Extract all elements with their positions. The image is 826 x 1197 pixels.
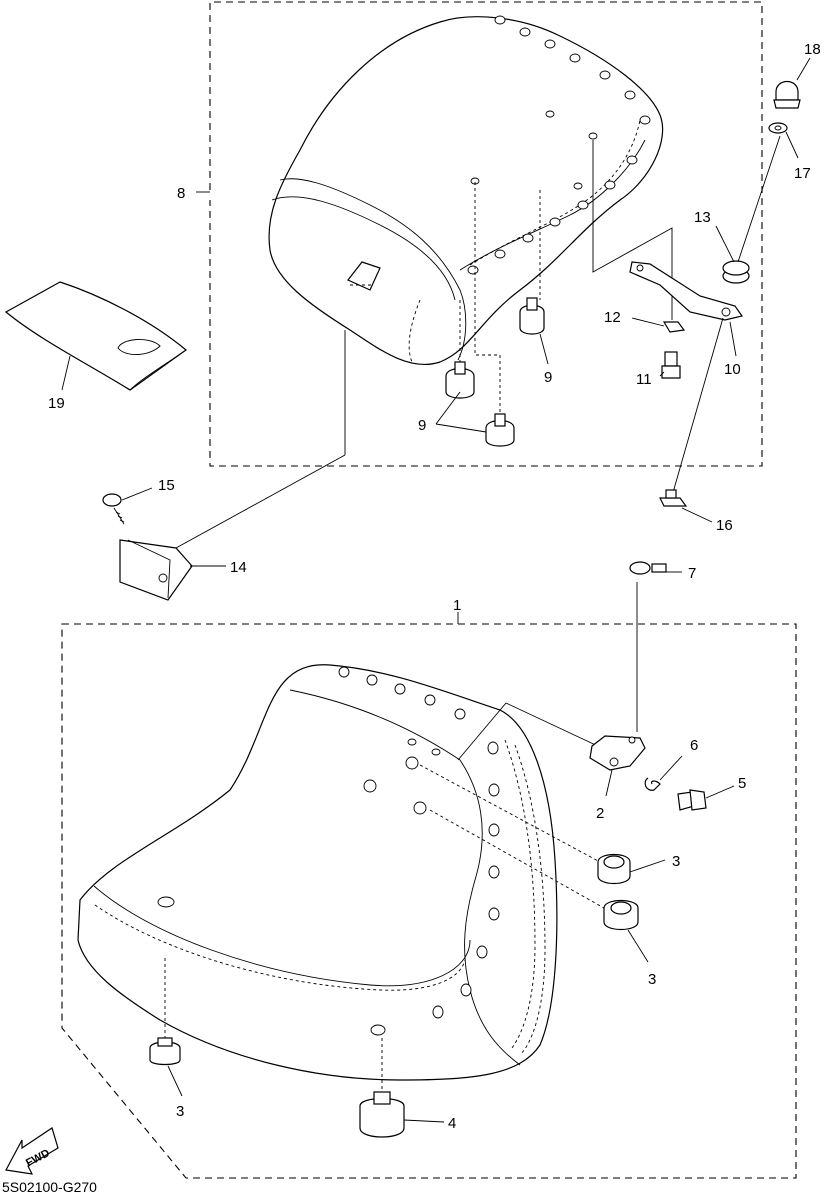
callout-5: 5 [738, 775, 746, 792]
front-seat-damper-3b [603, 899, 639, 931]
bolt-5 [677, 789, 707, 811]
callout-1: 1 [453, 597, 461, 614]
nut-18 [773, 80, 801, 109]
callout-3a: 3 [672, 853, 680, 870]
rear-seat [268, 15, 664, 366]
rear-seat-studs [467, 15, 651, 275]
callout-6: 6 [690, 737, 698, 754]
callout-10: 10 [724, 361, 741, 378]
callout-7: 7 [688, 565, 696, 582]
rear-seat-damper-9b [445, 300, 475, 399]
callout-2: 2 [596, 805, 604, 822]
callout-9a: 9 [544, 369, 552, 386]
callout-3c: 3 [176, 1103, 184, 1120]
screw-15 [102, 493, 125, 525]
diagram-code: 5S02100-G270 [2, 1179, 97, 1195]
collar-12 [662, 321, 686, 333]
front-seat-damper-4 [359, 1091, 405, 1138]
rear-seat-damper-9c [474, 182, 515, 447]
callout-16: 16 [716, 517, 733, 534]
front-seat-studs [157, 666, 500, 1036]
callout-9b: 9 [418, 417, 426, 434]
front-seat-damper-3c [149, 1037, 181, 1066]
front-seat [77, 664, 558, 1081]
screw-7 [629, 561, 667, 575]
rear-seat-group-box [209, 1, 763, 467]
seat-cover-19 [4, 281, 187, 391]
front-seat-damper-3a [597, 853, 631, 885]
callout-18: 18 [804, 41, 821, 58]
grommet-16 [659, 489, 688, 507]
callout-15: 15 [158, 477, 175, 494]
fwd-arrow-icon: FWD [5, 1127, 59, 1175]
washer-17 [768, 122, 788, 134]
bolt-11 [661, 351, 681, 379]
bracket-14 [119, 539, 193, 601]
callout-11: 11 [636, 371, 652, 388]
callout-leaders [61, 57, 811, 1123]
grommet-13 [722, 260, 750, 284]
bracket-2 [589, 735, 646, 771]
callout-8: 8 [177, 185, 185, 202]
callout-12: 12 [604, 309, 621, 326]
bracket-10 [629, 261, 743, 321]
rear-seat-damper-9a [519, 190, 545, 335]
washer-6 [644, 777, 661, 791]
callout-4: 4 [448, 1115, 456, 1132]
callout-17: 17 [794, 165, 811, 182]
callout-13: 13 [694, 209, 711, 226]
callout-3b: 3 [648, 971, 656, 988]
callout-19: 19 [48, 395, 65, 412]
callout-14: 14 [230, 559, 247, 576]
